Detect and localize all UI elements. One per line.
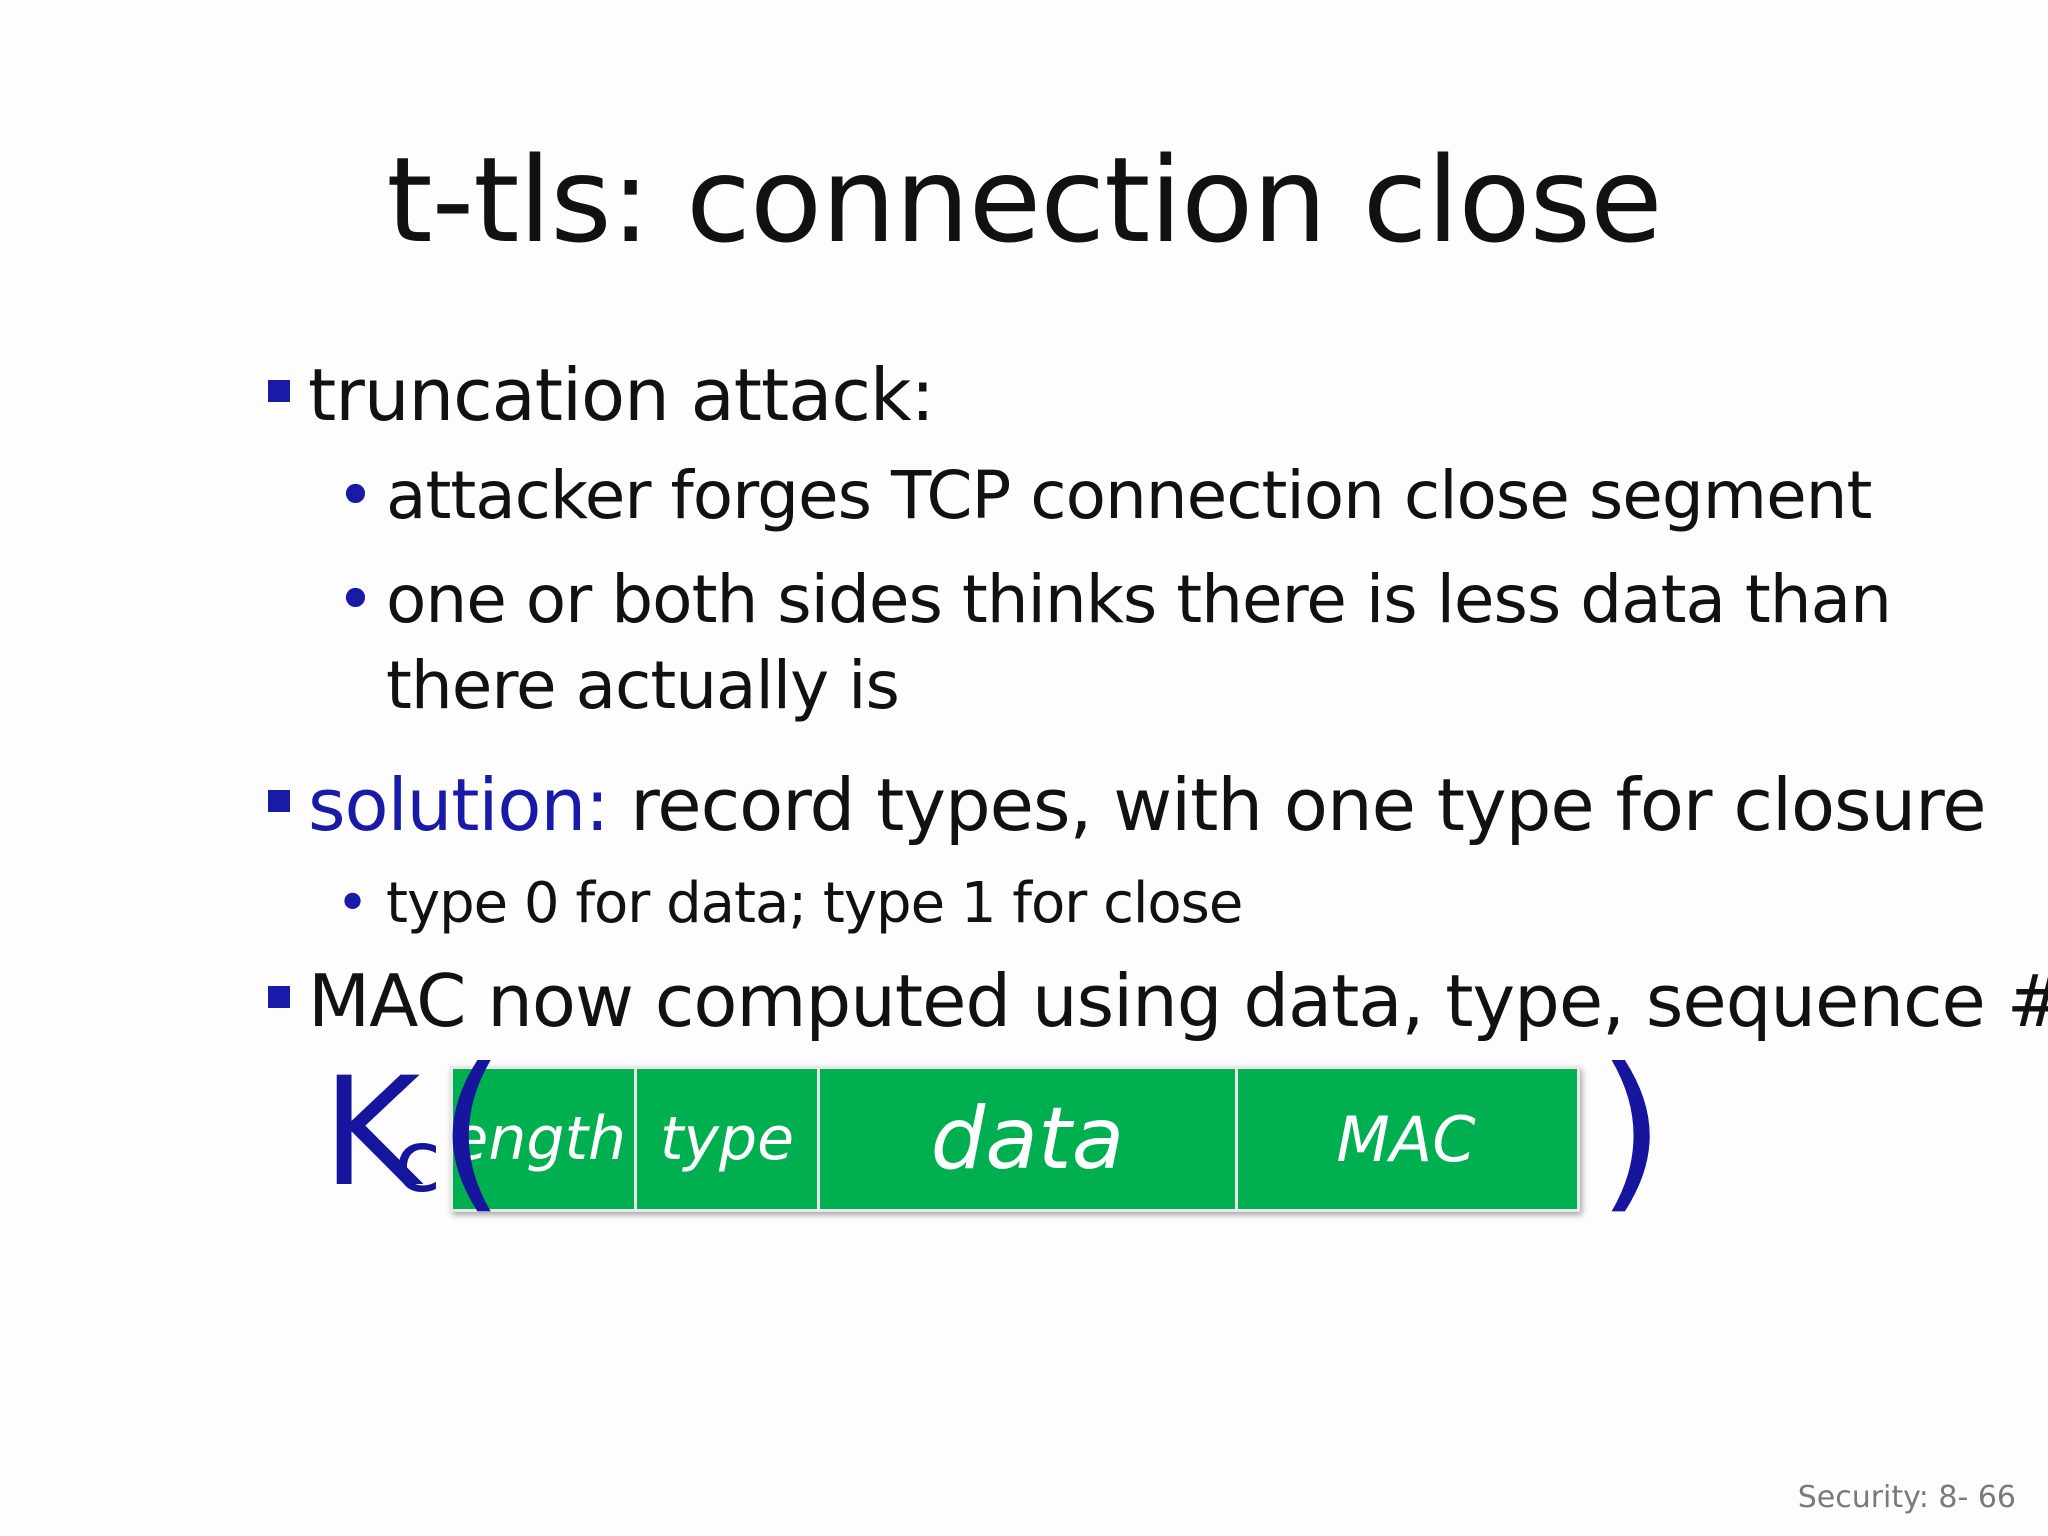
field-data: data: [930, 1089, 1125, 1189]
square-bullet-icon: [268, 986, 290, 1008]
sub-bullet-less-data: •one or both sides thinks there is less …: [336, 556, 1892, 644]
slide-footer-page-number: Security: 8- 66: [1797, 1480, 2016, 1515]
key-symbol: K: [322, 1046, 421, 1220]
sub-bullet-text: one or both sides thinks there is less d…: [386, 561, 1892, 638]
field-divider: [634, 1069, 637, 1209]
dot-bullet-icon: •: [336, 561, 375, 638]
bullet-mac: MAC now computed using data, type, seque…: [268, 958, 2048, 1044]
bullet-text: MAC now computed using data, type, seque…: [308, 959, 2048, 1043]
square-bullet-icon: [268, 380, 290, 402]
bullet-text: record types, with one type for closure: [608, 763, 1986, 847]
field-divider: [817, 1069, 820, 1209]
slide-title: t-tls: connection close: [386, 131, 1662, 269]
key-subscript: c: [394, 1112, 442, 1212]
bullet-solution: solution: record types, with one type fo…: [268, 762, 1987, 848]
open-paren: (: [438, 1032, 505, 1230]
field-mac: MAC: [1336, 1102, 1476, 1176]
field-length: length: [453, 1104, 626, 1174]
field-type: type: [659, 1104, 795, 1174]
sub-bullet-forges: •attacker forges TCP connection close se…: [336, 452, 1872, 540]
square-bullet-icon: [268, 790, 290, 812]
sub-bullet-text: type 0 for data; type 1 for close: [386, 871, 1243, 936]
field-divider: [1235, 1069, 1238, 1209]
solution-label: solution:: [308, 763, 609, 847]
tls-record-diagram: length type data MAC: [450, 1066, 1580, 1212]
sub-bullet-continuation: there actually is: [386, 647, 900, 724]
sub-bullet-text: attacker forges TCP connection close seg…: [386, 457, 1872, 534]
bullet-truncation-attack: truncation attack:: [268, 352, 935, 438]
dot-bullet-icon: •: [336, 871, 369, 936]
sub-bullet-types: • type 0 for data; type 1 for close: [336, 860, 1243, 948]
close-paren: ): [1598, 1032, 1665, 1230]
bullet-text: truncation attack:: [308, 353, 935, 437]
dot-bullet-icon: •: [336, 457, 375, 534]
